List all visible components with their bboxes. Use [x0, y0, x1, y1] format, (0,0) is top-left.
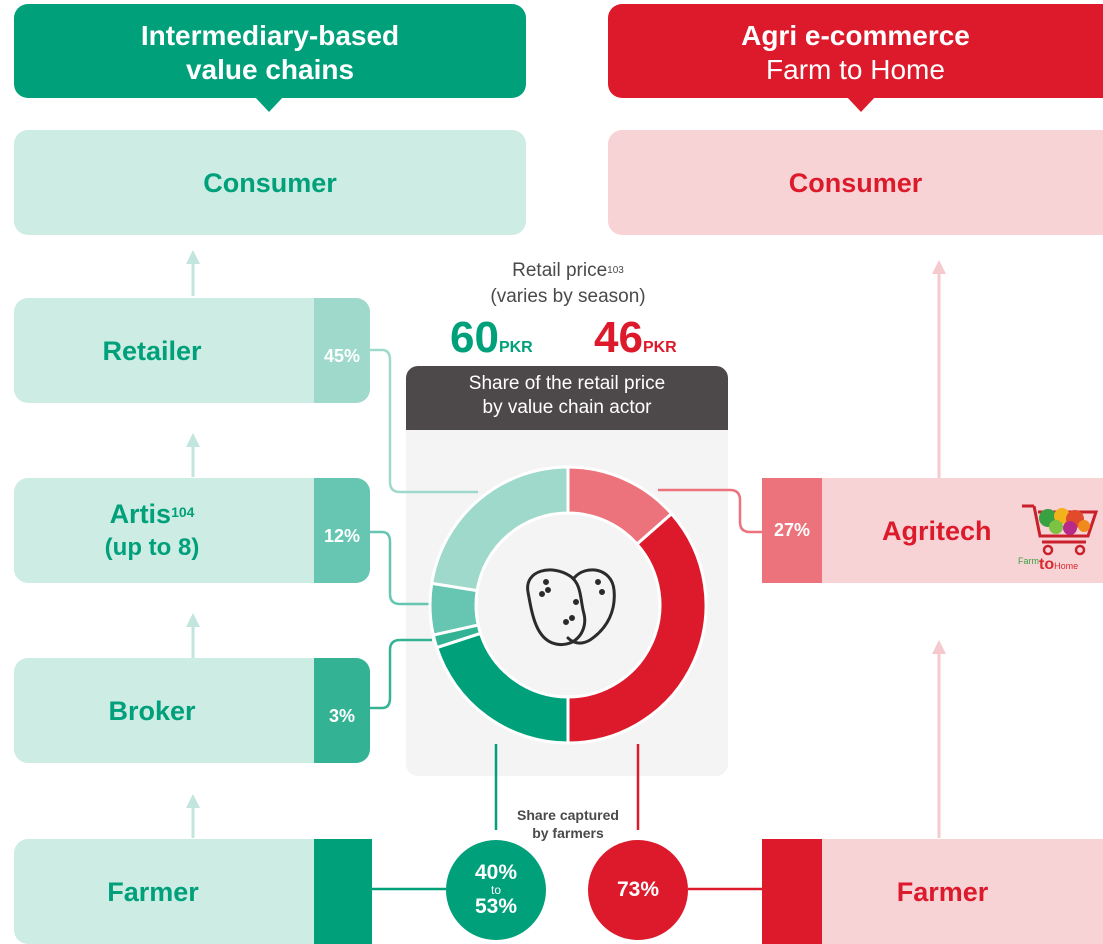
broker-box: Broker [14, 658, 370, 763]
right-price-unit: PKR [642, 339, 677, 356]
agritech-label: Agritech [882, 515, 992, 546]
artis-box: Artis104 (up to 8) [14, 478, 370, 583]
right-up-arrows [932, 260, 946, 838]
retail-price-note: (varies by season) [490, 286, 646, 307]
share-header-line1: Share of the retail price [468, 373, 666, 394]
left-consumer-label: Consumer [203, 167, 337, 198]
left-farmer-box: Farmer [14, 839, 372, 944]
retail-price-superscript: 103 [607, 265, 624, 276]
left-up-arrows [186, 250, 200, 838]
left-consumer-box: Consumer [14, 130, 526, 235]
agri-ecommerce-header: Agri e-commerce Farm to Home [608, 4, 1103, 98]
logo-text-to: to [1039, 556, 1055, 573]
left-farmer-bar [314, 839, 372, 944]
left-farmer-share-circle: 40% to 53% [446, 840, 546, 940]
right-farmer-box: Farmer [822, 839, 1103, 944]
agritech-pct: 27% [762, 478, 822, 583]
broker-connector [370, 638, 432, 710]
artis-label: Artis [109, 498, 172, 529]
share-header: Share of the retail price by value chain… [406, 366, 728, 430]
retailer-connector [370, 348, 478, 494]
donut-segment-farmer [434, 631, 570, 745]
right-farmer-label: Farmer [896, 876, 989, 907]
left-price-value: 60 [450, 313, 499, 362]
right-farmer-share-value: 73% [616, 878, 660, 901]
donut-svg [428, 465, 708, 745]
artis-connector [370, 530, 430, 606]
donut-segment-farmer [566, 511, 708, 745]
artis-pct-value: 12% [323, 526, 361, 546]
share-captured-line1: Share captured [517, 807, 619, 823]
broker-pct-value: 3% [328, 706, 355, 726]
right-price: 46PKR [594, 316, 677, 370]
intermediary-header-line1: Intermediary-based [140, 20, 400, 51]
share-header-line2: by value chain actor [482, 397, 652, 418]
shopping-cart-icon [1022, 504, 1099, 556]
retail-price-text: Retail price [512, 260, 608, 281]
broker-pct: 3% [314, 658, 370, 763]
intermediary-header-line2: value chains [185, 54, 355, 85]
intermediary-header: Intermediary-based value chains [14, 4, 526, 98]
left-farmer-share-top: 40% [474, 861, 518, 884]
left-price-unit: PKR [498, 339, 533, 356]
intermediary-header-pointer [254, 96, 284, 112]
donut-segment-retailer [429, 465, 570, 593]
farm-to-home-logo: FarmtoHome [1018, 498, 1103, 578]
right-farmer-share-circle: 73% [588, 840, 688, 940]
left-farmer-label: Farmer [107, 876, 199, 907]
broker-label: Broker [108, 695, 196, 726]
share-captured-label: Share captured by farmers [508, 806, 628, 842]
retailer-label: Retailer [102, 335, 202, 366]
left-farmer-share-bottom: 53% [474, 895, 518, 918]
retailer-pct-value: 45% [323, 346, 361, 366]
retailer-pct: 45% [314, 298, 370, 403]
left-farmer-share-mid: to [490, 883, 501, 897]
logo-text-farm: Farm [1018, 556, 1039, 566]
right-farmer-bar [762, 839, 822, 944]
retail-price-label: Retail price103 (varies by season) [440, 258, 696, 310]
agri-ecommerce-header-line2: Farm to Home [766, 54, 945, 85]
artis-superscript: 104 [171, 503, 195, 520]
artis-pct: 12% [314, 478, 370, 583]
left-price: 60PKR [450, 316, 533, 370]
share-captured-line2: by farmers [532, 825, 604, 841]
potato-icon [526, 568, 616, 647]
logo-text-home: Home [1054, 561, 1079, 571]
agritech-pct-value: 27% [773, 520, 811, 540]
donut-segment-artis [428, 581, 481, 637]
agri-ecommerce-header-pointer [846, 96, 876, 112]
artis-note: (up to 8) [104, 533, 200, 561]
retailer-box: Retailer [14, 298, 370, 403]
right-price-value: 46 [594, 313, 643, 362]
right-consumer-box: Consumer [608, 130, 1103, 235]
agri-ecommerce-header-line1: Agri e-commerce [741, 20, 970, 51]
right-consumer-label: Consumer [788, 167, 923, 198]
agritech-connector [658, 488, 762, 534]
